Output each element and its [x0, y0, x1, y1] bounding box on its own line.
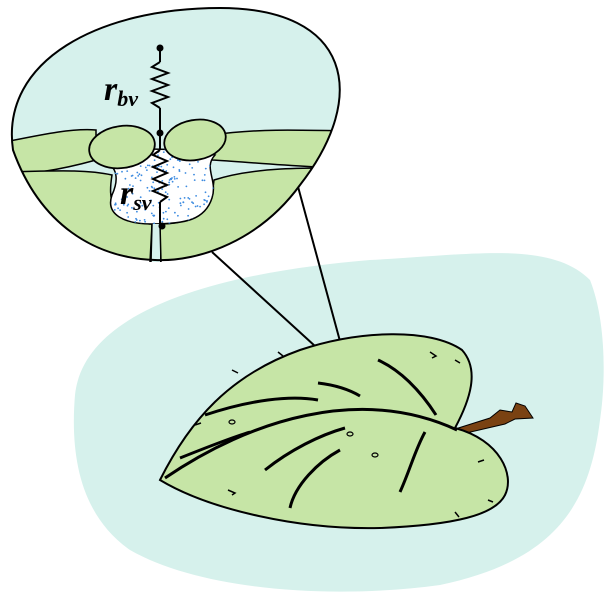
vapor-dot — [168, 182, 170, 184]
vapor-dot — [114, 209, 116, 211]
vapor-dot — [147, 165, 149, 167]
vapor-dot — [152, 181, 154, 183]
vapor-dot — [187, 197, 189, 199]
vapor-dot — [199, 206, 201, 208]
vapor-dot — [166, 218, 168, 220]
vapor-dot — [202, 179, 204, 181]
vapor-dot — [126, 212, 128, 214]
vapor-dot — [139, 220, 141, 222]
vapor-dot — [189, 163, 191, 165]
vapor-dot — [161, 180, 163, 182]
vapor-dot — [204, 180, 206, 182]
vapor-dot — [163, 212, 165, 214]
vapor-dot — [121, 171, 123, 173]
vapor-dot — [208, 195, 210, 197]
vapor-dot — [153, 187, 155, 189]
circuit-node-bottom — [159, 223, 166, 230]
vapor-dot — [174, 212, 176, 214]
vapor-dot — [166, 164, 168, 166]
vapor-dot — [195, 195, 197, 197]
vapor-dot — [154, 159, 156, 161]
vapor-dot — [180, 202, 182, 204]
vapor-dot — [161, 221, 163, 223]
vapor-dot — [115, 202, 117, 204]
vapor-dot — [203, 199, 205, 201]
vapor-dot — [176, 178, 178, 180]
vapor-dot — [172, 181, 174, 183]
circuit-node-top — [157, 45, 164, 52]
vapor-dot — [151, 177, 153, 179]
vapor-dot — [144, 219, 146, 221]
vapor-dot — [146, 169, 148, 171]
vapor-dot — [171, 177, 173, 179]
vapor-dot — [136, 219, 138, 221]
vapor-dot — [163, 151, 165, 153]
vapor-dot — [149, 165, 151, 167]
magnified-cross-section: rbv rsv — [0, 0, 400, 280]
vapor-dot — [137, 175, 139, 177]
vapor-dot — [161, 188, 163, 190]
vapor-dot — [191, 201, 193, 203]
vapor-dot — [117, 173, 119, 175]
vapor-dot — [182, 201, 184, 203]
vapor-dot — [179, 170, 181, 172]
vapor-dot — [180, 198, 182, 200]
vapor-dot — [136, 172, 138, 174]
vapor-dot — [126, 170, 128, 172]
vapor-dot — [141, 174, 143, 176]
vapor-dot — [197, 161, 199, 163]
vapor-dot — [203, 203, 205, 205]
vapor-dot — [145, 167, 147, 169]
vapor-dot — [147, 187, 149, 189]
circuit-node-middle — [157, 130, 164, 137]
vapor-dot — [193, 174, 195, 176]
vapor-dot — [179, 160, 181, 162]
vapor-dot — [165, 211, 167, 213]
vapor-dot — [204, 174, 206, 176]
vapor-dot — [195, 206, 197, 208]
vapor-dot — [205, 168, 207, 170]
vapor-dot — [180, 205, 182, 207]
vapor-dot — [169, 158, 171, 160]
vapor-dot — [117, 207, 119, 209]
vapor-dot — [194, 179, 196, 181]
vapor-dot — [185, 172, 187, 174]
vapor-dot — [205, 191, 207, 193]
vapor-dot — [191, 167, 193, 169]
vapor-dot — [127, 216, 129, 218]
vapor-dot — [197, 205, 199, 207]
vapor-dot — [139, 173, 141, 175]
vapor-dot — [186, 186, 188, 188]
vapor-dot — [135, 177, 137, 179]
vapor-dot — [151, 186, 153, 188]
vapor-dot — [144, 221, 146, 223]
vapor-dot — [174, 176, 176, 178]
vapor-dot — [177, 186, 179, 188]
vapor-dot — [184, 197, 186, 199]
vapor-dot — [177, 215, 179, 217]
vapor-dot — [174, 178, 176, 180]
vapor-dot — [165, 191, 167, 193]
vapor-dot — [168, 199, 170, 201]
vapor-dot — [160, 166, 162, 168]
vapor-dot — [152, 205, 154, 207]
vapor-dot — [153, 215, 155, 217]
vapor-dot — [156, 171, 158, 173]
vapor-dot — [168, 207, 170, 209]
vapor-dot — [187, 215, 189, 217]
vapor-dot — [206, 201, 208, 203]
vapor-dot — [173, 166, 175, 168]
vapor-dot — [140, 165, 142, 167]
vapor-dot — [140, 180, 142, 182]
vapor-dot — [163, 218, 165, 220]
vapor-dot — [188, 208, 190, 210]
vapor-dot — [167, 193, 169, 195]
